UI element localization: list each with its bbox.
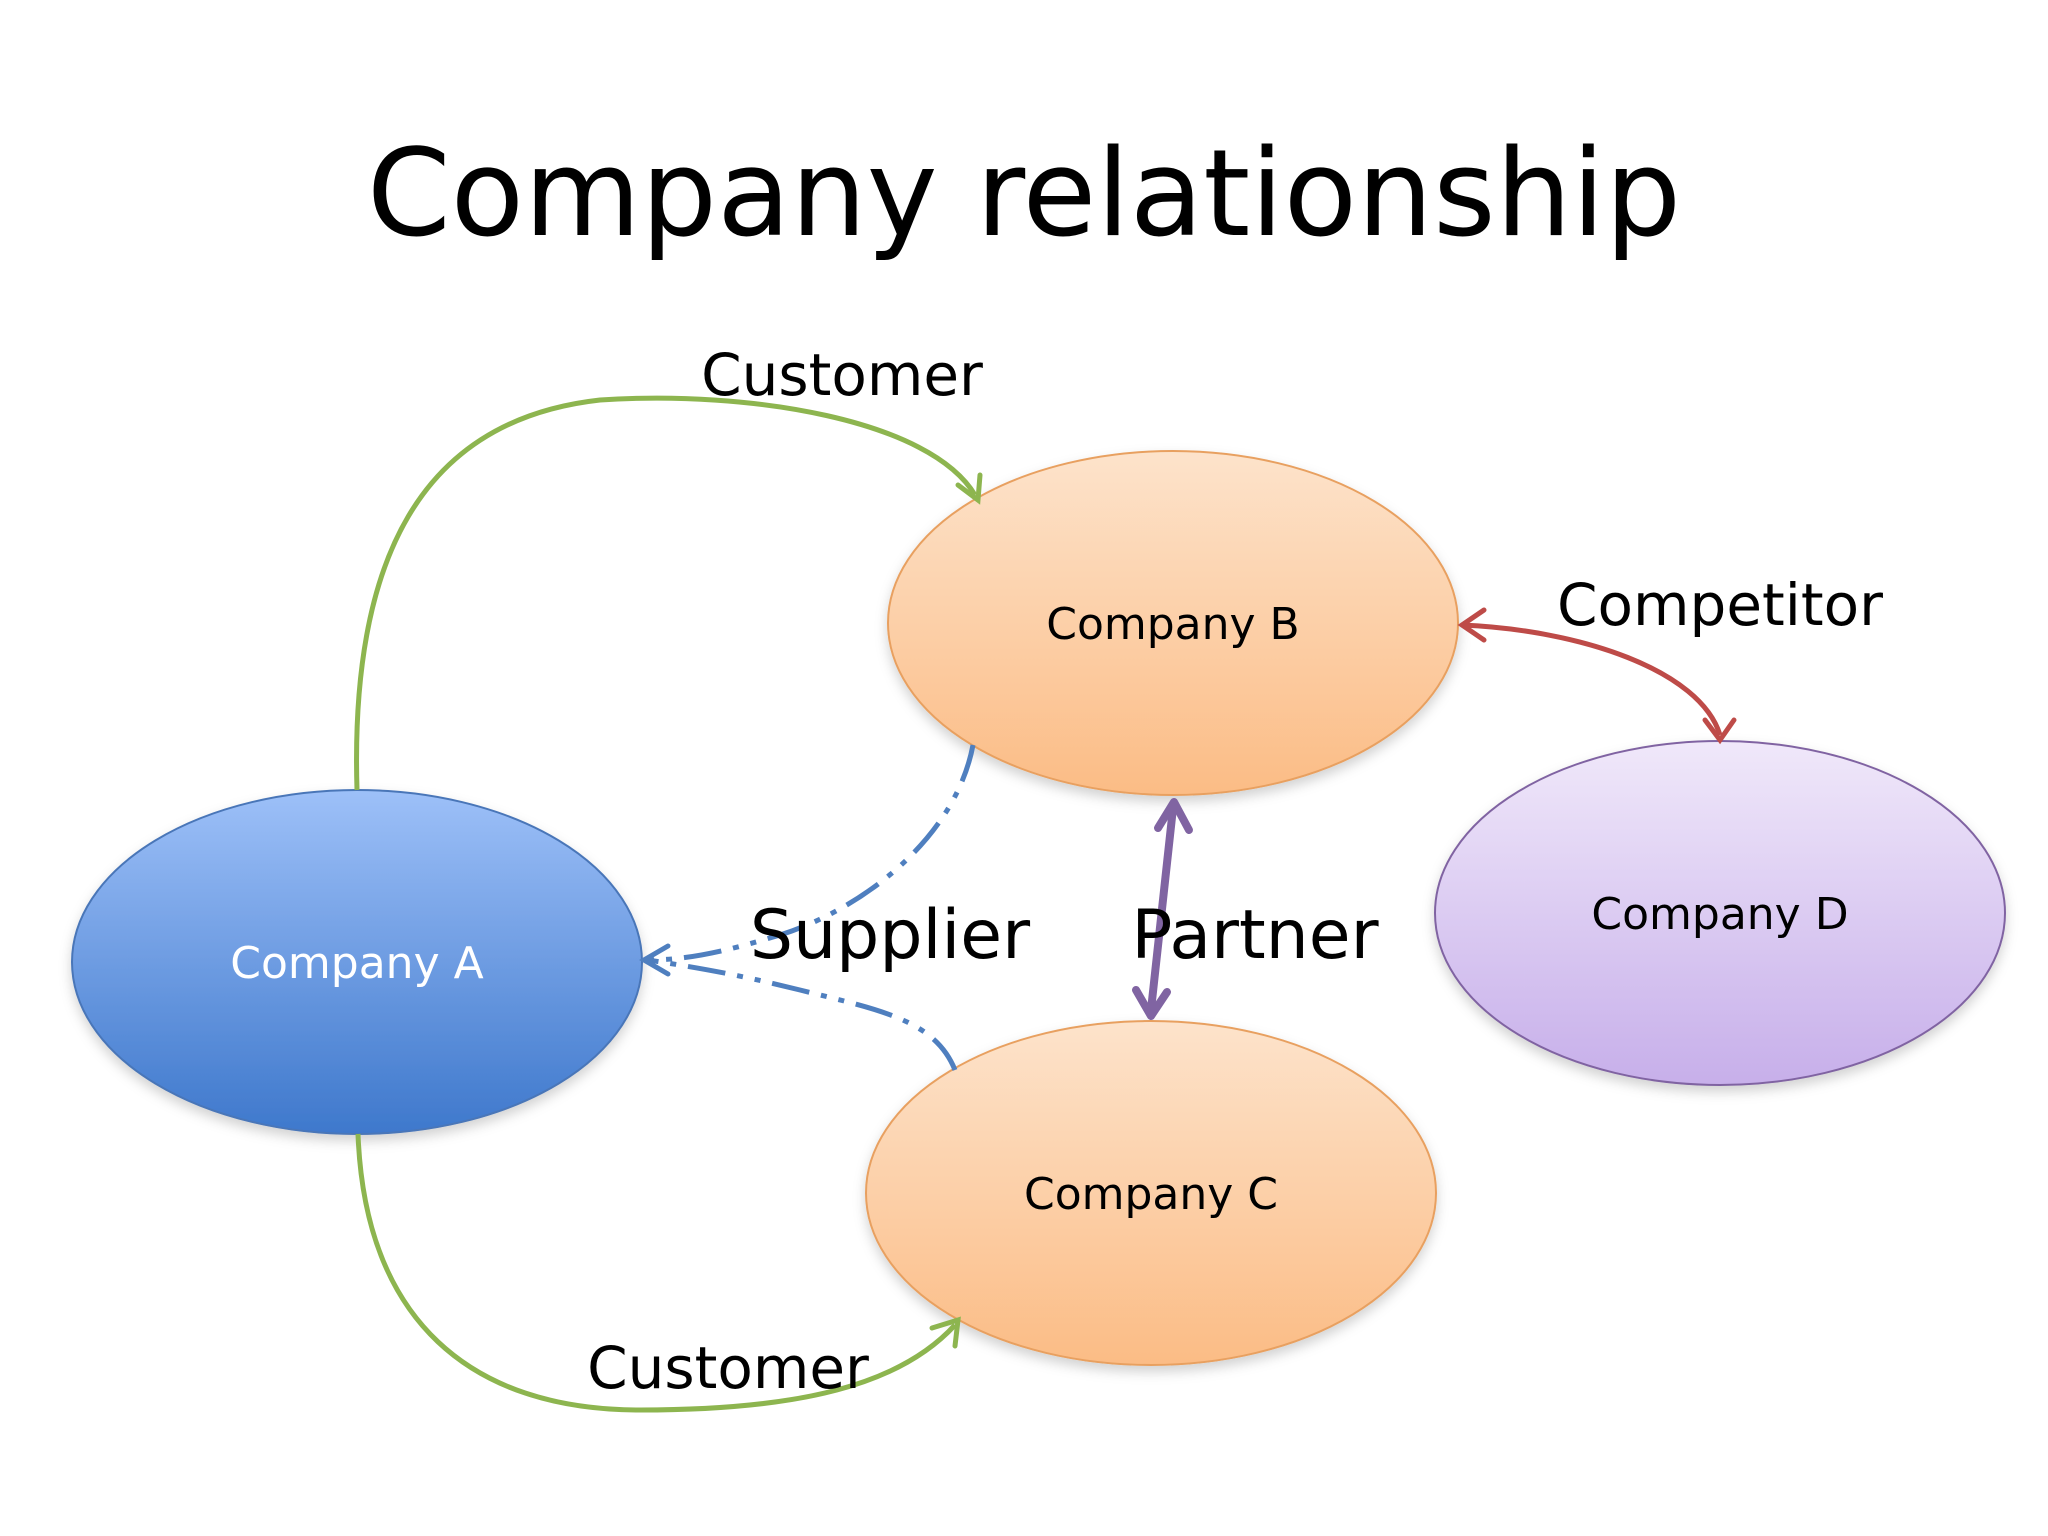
edge-customer-a-to-b: Customer (354, 341, 983, 791)
edge-customer-a-to-c: Customer (355, 1133, 961, 1413)
diagram-title: Company relationship (366, 125, 1682, 264)
node-company-c: Company C (865, 1020, 1437, 1366)
edge-partner: Partner (1131, 798, 1379, 1020)
node-company-b: Company B (887, 450, 1459, 796)
node-company-b-label: Company B (1046, 599, 1300, 650)
node-company-d-label: Company D (1591, 889, 1848, 940)
edge-supplier: Supplier (639, 744, 1030, 1071)
edge-customer-a-to-c-label: Customer (587, 1334, 869, 1402)
node-company-a-label: Company A (230, 938, 483, 989)
node-company-a: Company A (71, 789, 643, 1135)
edge-supplier-label: Supplier (750, 896, 1030, 975)
edge-competitor-label: Competitor (1557, 571, 1883, 639)
edge-partner-label: Partner (1131, 896, 1378, 975)
node-company-d: Company D (1434, 740, 2006, 1086)
edge-customer-a-to-b-label: Customer (701, 341, 983, 409)
node-company-c-label: Company C (1024, 1169, 1278, 1220)
edge-competitor: Competitor (1457, 571, 1883, 745)
